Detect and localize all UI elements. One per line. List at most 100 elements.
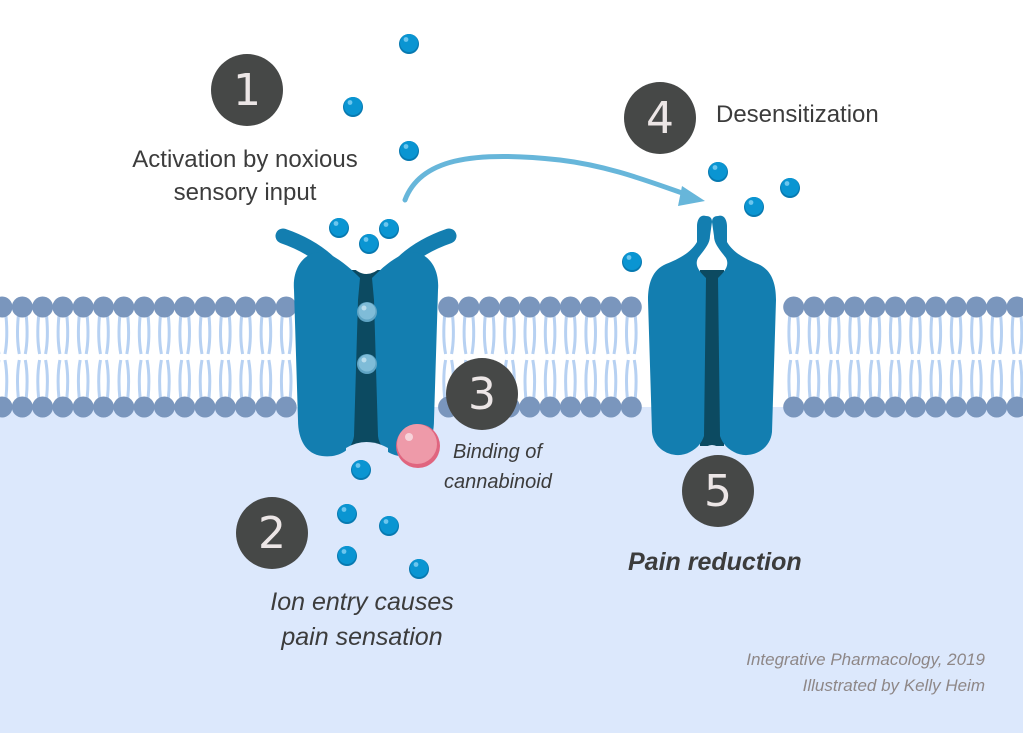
ion-body [400,141,418,159]
lipid-head [620,396,642,418]
lipid-tail [56,359,62,399]
step-3-number: 3 [468,368,496,420]
lipid-tail [279,315,285,355]
ion-body [330,218,348,236]
ion-in-pore [357,302,377,322]
lipid-tail [543,359,549,399]
lipid-head [580,296,602,318]
lipid-tail [795,315,800,355]
lipid-tail [856,359,861,399]
lipid-head [783,396,805,418]
lipid-tail [247,315,252,355]
lipid-tail [848,359,854,399]
lipid-tail [267,359,273,399]
lipid-tail [97,315,102,355]
lipid-tail [105,359,110,399]
lipid-head [559,396,581,418]
lipid-head [965,396,987,418]
lipid-head [905,396,926,418]
lipid-head [72,396,94,418]
lipid-tail [998,359,1003,399]
lipid-head [620,296,642,318]
lipid-tail [117,359,123,399]
ion [708,162,728,182]
ion-body [360,234,378,252]
lipid-tail [76,315,82,355]
channel-pore [700,270,724,446]
ion-highlight [626,255,632,260]
lipid-tail [856,315,861,355]
lipid-head [539,396,561,418]
lipid-head [600,296,622,318]
ion-highlight [355,463,361,468]
step-5-label: Pain reduction [628,545,802,579]
lipid-tail [226,359,232,399]
ion [329,218,349,238]
lipid-head [194,296,216,318]
lipid-tail [990,359,996,399]
lipid-tail [219,359,224,399]
lipid-tail [16,315,21,355]
ion [359,234,379,254]
ion [780,178,800,198]
credits: Integrative Pharmacology, 2019 Illustrat… [746,647,985,699]
ion-highlight [333,221,339,226]
lipid-head [275,296,297,318]
lipid-head [214,296,236,318]
lipid-tail [125,359,131,399]
lipid-tail [1010,359,1016,399]
lipid-tail [937,359,943,399]
lipid-tail [3,359,9,399]
lipid-tail [584,359,590,399]
lipid-tail [970,315,975,355]
lipid-tail [462,315,468,355]
lipid-tail [523,359,529,399]
lipid-tail [888,315,894,355]
ion-body [781,178,799,196]
lipid-tail [632,315,638,355]
lipid-tail [36,315,42,355]
lipid-head [133,296,155,318]
lipid-head [93,396,114,418]
lipid-tail [186,359,191,399]
lipid-head [499,296,520,318]
lipid-tail [990,315,996,355]
step-4-number: 4 [646,92,674,144]
step-3-label: Binding of cannabinoid [444,437,552,497]
lipid-tail [1010,315,1016,355]
lipid-tail [795,359,800,399]
lipid-head [458,296,480,318]
lipid-head [113,296,135,318]
lipid-tail [287,315,293,355]
lipid-head [844,396,866,418]
cannabinoid-molecule [396,424,440,468]
lipid-head [32,296,54,318]
lipid-head [478,296,500,318]
lipid-tail [787,359,793,399]
channel-mouth [348,257,386,274]
lipid-head [945,396,967,418]
lipid-tail [909,359,914,399]
lipid-head [11,396,33,418]
intracellular-space [0,357,1023,733]
lipid-tail [604,359,610,399]
lipid-tail [206,315,212,355]
channel-bottom-gap [346,442,388,460]
ion-body [344,97,362,115]
lipid-head [803,296,825,318]
ion-in-pore [357,354,377,374]
transition-arrow [402,153,705,206]
lipid-head [884,296,906,318]
lipid-tail [1018,359,1023,399]
lipid-head [0,296,13,318]
step-4-label: Desensitization [716,99,879,131]
lipid-tail [949,359,955,399]
step-3-label-line-2: cannabinoid [444,471,552,493]
lipid-tail [16,359,21,399]
lipid-tail [564,315,569,355]
lipid-tail [23,359,29,399]
lipid-tail [632,359,638,399]
step-1-label-line-1: Activation by noxious [132,146,358,173]
